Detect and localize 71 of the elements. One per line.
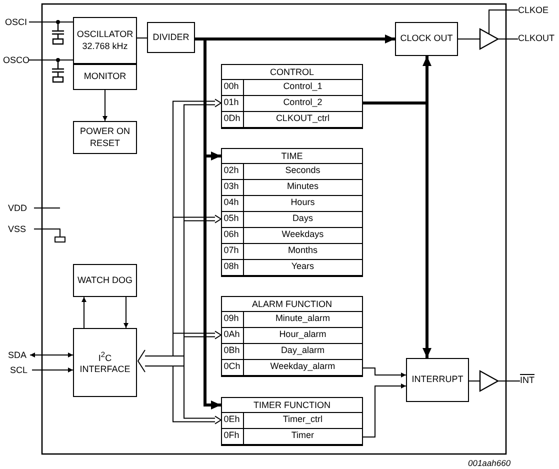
pin-label: VSS	[8, 223, 32, 235]
thick-arrow	[363, 102, 432, 358]
thick-arrow	[195, 38, 221, 410]
arrow	[362, 384, 406, 438]
pin-label: CLKOUT	[518, 32, 558, 44]
register-row	[220, 412, 363, 429]
register-row	[220, 358, 363, 376]
arrow	[102, 90, 108, 122]
register-name: Minute_alarm	[274, 312, 331, 325]
pin-label: INT	[520, 374, 540, 386]
connector-line	[498, 38, 518, 40]
table-heading: CONTROL	[268, 66, 315, 79]
block-box: INTERRUPT	[406, 358, 469, 402]
register-name: Hour_alarm	[278, 328, 328, 341]
arrow	[362, 368, 406, 378]
register-name: Months	[286, 244, 318, 257]
connector-line	[488, 10, 518, 34]
register-row	[220, 110, 363, 128]
register-table	[221, 397, 363, 446]
pin-label: OSCI	[5, 16, 29, 28]
block-box: CLOCK OUT	[395, 22, 458, 56]
bus-arrow	[137, 98, 222, 424]
buffer-symbol	[480, 371, 498, 391]
table-heading: TIMER FUNCTION	[252, 399, 332, 412]
connector-line	[458, 38, 480, 40]
register-row	[220, 162, 363, 180]
register-table	[221, 64, 363, 129]
table-heading: TIME	[280, 150, 304, 163]
register-name: Weekday_alarm	[269, 360, 336, 373]
block-box: DIVIDER	[147, 22, 195, 53]
register-name: Timer	[290, 428, 316, 442]
block-box: MONITOR	[73, 64, 137, 90]
pin-label: VDD	[8, 202, 32, 214]
register-address: 0Ch	[222, 360, 244, 375]
register-name: Control_1	[282, 80, 324, 93]
register-table	[221, 148, 363, 277]
pin-label: OSCO	[3, 54, 29, 66]
register-address: 0Fh	[222, 428, 244, 444]
register-name: Day_alarm	[280, 344, 326, 357]
block-box: POWER ON RESET	[73, 121, 137, 154]
block-box: OSCILLATOR 32.768 kHz	[73, 17, 137, 64]
register-name: Weekdays	[280, 228, 325, 241]
buffer-symbol	[480, 29, 498, 49]
register-name: Control_2	[282, 96, 324, 109]
register-row	[220, 310, 363, 328]
pin-label: SCL	[10, 364, 32, 376]
register-name: Years	[290, 260, 316, 273]
connector-line	[468, 380, 480, 382]
register-table	[221, 296, 363, 377]
register-row	[220, 428, 363, 445]
table-heading: ALARM FUNCTION	[250, 298, 333, 311]
register-name: Days	[291, 212, 314, 225]
pin-label: SDA	[8, 349, 30, 361]
connector-line	[498, 380, 520, 382]
register-name: Timer_ctrl	[282, 412, 324, 426]
arrow	[124, 296, 128, 328]
block-box: WATCH DOG	[73, 264, 137, 297]
register-row	[220, 78, 363, 96]
register-address: 08h	[222, 260, 244, 275]
arrow	[32, 368, 74, 372]
pin-label: CLKOE	[518, 4, 550, 16]
register-name: Hours	[290, 196, 316, 209]
register-name: Minutes	[286, 180, 320, 193]
figure-code: 001aah660	[468, 458, 511, 468]
register-address: 0Dh	[222, 112, 244, 127]
register-row	[220, 258, 363, 276]
register-name: Seconds	[284, 164, 322, 177]
arrow	[30, 352, 74, 358]
arrow	[82, 296, 86, 328]
block-box: I$^{2}$C INTERFACE	[73, 328, 137, 397]
register-name: CLKOUT_ctrl	[274, 112, 330, 125]
